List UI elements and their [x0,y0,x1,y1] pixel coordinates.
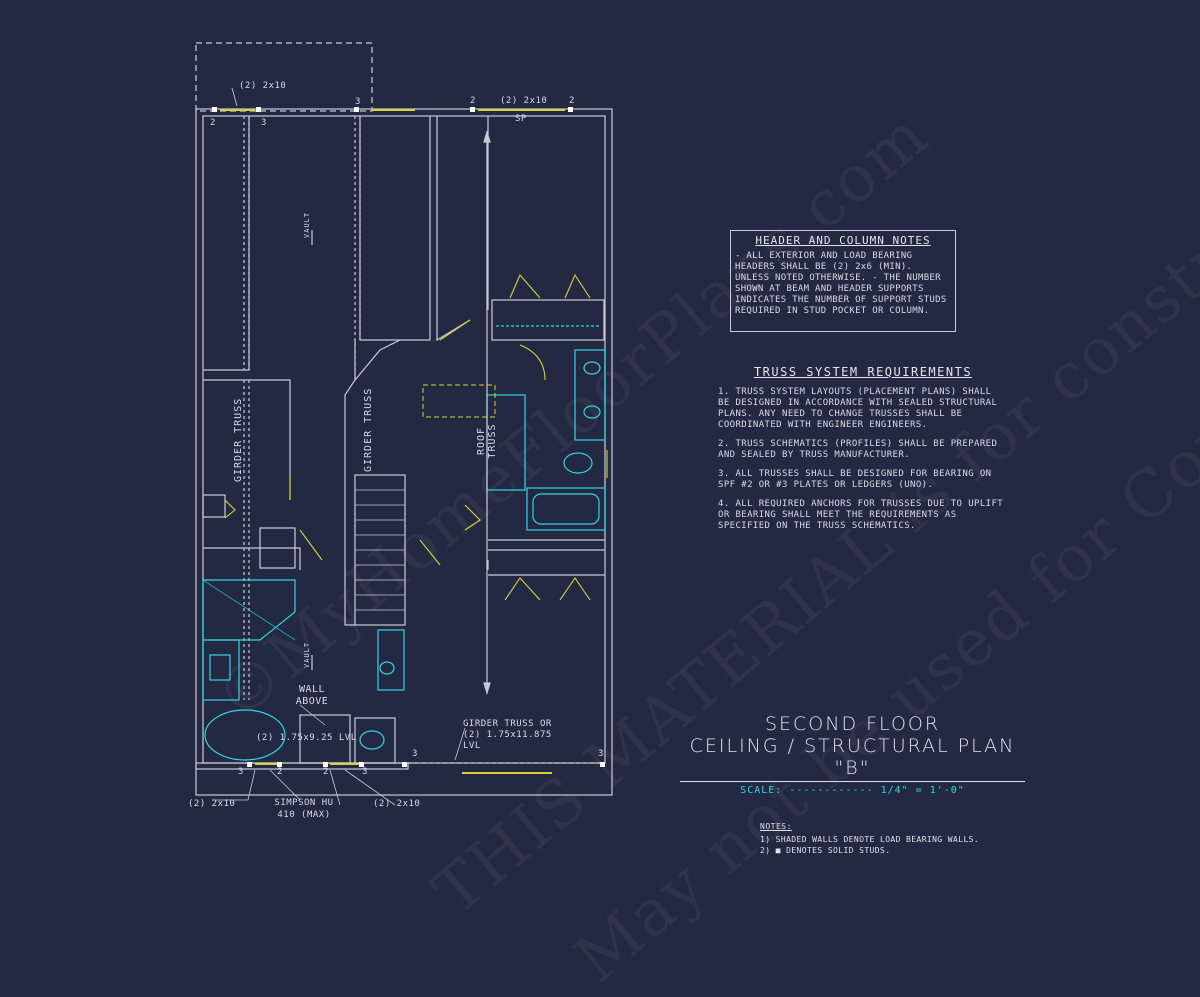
bottom-note-item: 1) SHADED WALLS DENOTE LOAD BEARING WALL… [760,835,980,844]
stud-count: 3 [412,749,418,759]
sp-label: SP [515,114,527,124]
dashed-porch-outline [195,42,373,112]
truss-title: TRUSS SYSTEM REQUIREMENTS [753,365,973,379]
wall-bedroom1 [203,116,250,371]
truss-item: 3. ALL TRUSSES SHALL BE DESIGNED FOR BEA… [718,469,992,490]
header-notes-body: - ALL EXTERIOR AND LOAD BEARING HEADERS … [735,251,947,316]
stud-count: 2 [323,767,329,777]
stud-count: 2 [569,96,575,106]
vanity-right [574,349,606,441]
header-label-bottom-right: (2) 2x10 [373,799,421,809]
title-line-1: SECOND FLOOR [764,713,941,735]
solid-studs [212,107,605,767]
stud-count: 3 [598,749,604,759]
wall-bedroom2 [359,116,431,341]
stud-count: 3 [362,767,368,777]
closet-left [203,379,291,500]
bottom-notes-title: NOTES: [760,822,792,831]
bottom-notes: NOTES: 1) SHADED WALLS DENOTE LOAD BEARI… [760,822,979,856]
door-swings [224,273,608,601]
stud-count: 2 [277,767,283,777]
headers [220,109,565,774]
tub [526,487,606,531]
stud-count: 3 [355,97,361,107]
truss-item: 1. TRUSS SYSTEM LAYOUTS (PLACEMENT PLANS… [718,387,998,430]
vault-label: VAULT [303,211,311,238]
exterior-wall-outer [195,108,613,796]
roof-truss-label: ROOF TRUSS [476,423,498,459]
shower [202,579,296,641]
stud-count: 2 [470,96,476,106]
closet-right [491,299,605,341]
toilet [563,452,593,474]
stud-count: 3 [238,767,244,777]
header-column-notes: HEADER AND COLUMN NOTES - ALL EXTERIOR A… [730,230,956,332]
girder-truss-label: GIRDER TRUSS [233,397,244,482]
floor-plan-drawing [195,42,613,806]
bottom-wall [195,762,409,770]
header-label-top-right: (2) 2x10 [500,96,548,106]
stud-count: 2 [210,118,216,128]
skylight [422,384,496,418]
title-block: SECOND FLOOR CEILING / STRUCTURAL PLAN "… [680,713,1025,796]
truss-requirements: TRUSS SYSTEM REQUIREMENTS 1. TRUSS SYSTE… [718,365,1008,540]
truss-item: 4. ALL REQUIRED ANCHORS FOR TRUSSES DUE … [718,499,1004,531]
tub-oval [204,709,286,761]
header-notes-title: HEADER AND COLUMN NOTES [755,234,931,247]
lvl-label: (2) 1.75x9.25 LVL [256,733,357,743]
header-label-top-left: (2) 2x10 [239,81,287,91]
girder-note-label: GIRDER TRUSS OR (2) 1.75x11.875 LVL [463,719,552,751]
stud-count: 3 [261,118,267,128]
header-label-bottom-left: (2) 2x10 [188,799,236,809]
title-line-2: CEILING / STRUCTURAL PLAN "B" [680,735,1025,782]
girder-truss-label: GIRDER TRUSS [363,387,374,472]
bottom-note-item: 2) ■ DENOTES SOLID STUDS. [760,846,891,855]
simpson-label: SIMPSON HU 410 (MAX) [274,798,334,820]
vault-label: VAULT [303,641,311,668]
scale-label: SCALE: ------------ 1/4" = 1'-0" [740,785,965,796]
truss-item: 2. TRUSS SCHEMATICS (PROFILES) SHALL BE … [718,439,998,460]
wall-above-label: WALL ABOVE [295,684,329,707]
